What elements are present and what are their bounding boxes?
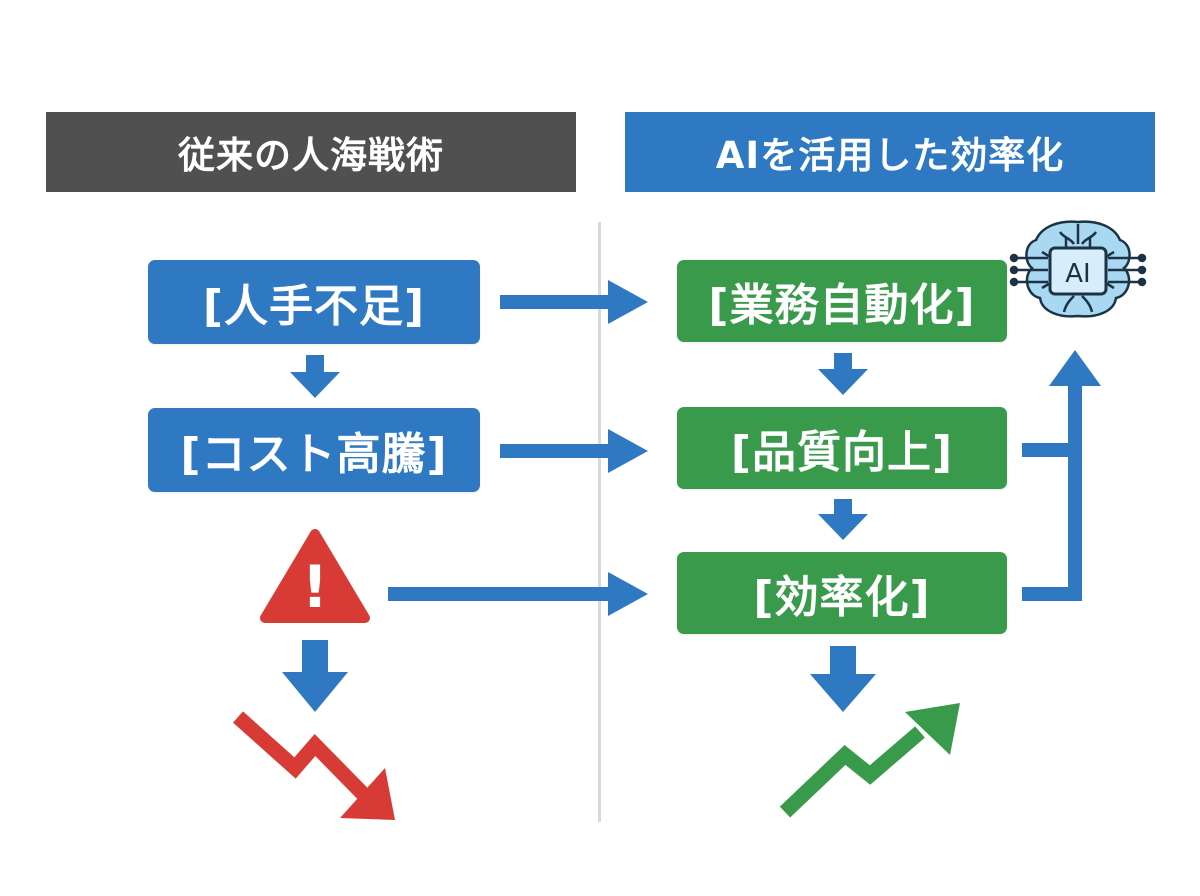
arrow-labor-to-automation [500,280,648,324]
arrow-down-right-2 [818,499,868,540]
box-efficiency: [効率化] [677,552,1007,634]
arrow-cost-to-quality [500,429,648,473]
arrow-up-to-ai [1022,350,1101,601]
arrow-warning-to-efficiency [388,572,648,616]
trend-down-icon [232,711,395,820]
center-divider [598,222,601,822]
header-traditional: 従来の人海戦術 [46,112,576,192]
trend-up-icon [779,703,960,818]
warning-triangle-icon: ! [260,529,370,623]
box-quality-improvement: [品質向上] [677,407,1007,489]
arrow-down-right-3 [810,646,876,712]
ai-brain-chip-icon: AI [1009,220,1147,318]
arrow-down-left-1 [290,355,340,398]
ai-chip-label: AI [1065,259,1090,289]
header-ai-efficiency: AIを活用した効率化 [625,112,1155,192]
box-cost-surge: [コスト高騰] [148,408,480,492]
box-automation: [業務自動化] [677,260,1007,342]
warning-symbol: ! [302,553,328,621]
arrow-down-right-1 [818,353,868,395]
box-labor-shortage: [人手不足] [148,260,480,344]
arrow-down-left-2 [282,640,348,712]
